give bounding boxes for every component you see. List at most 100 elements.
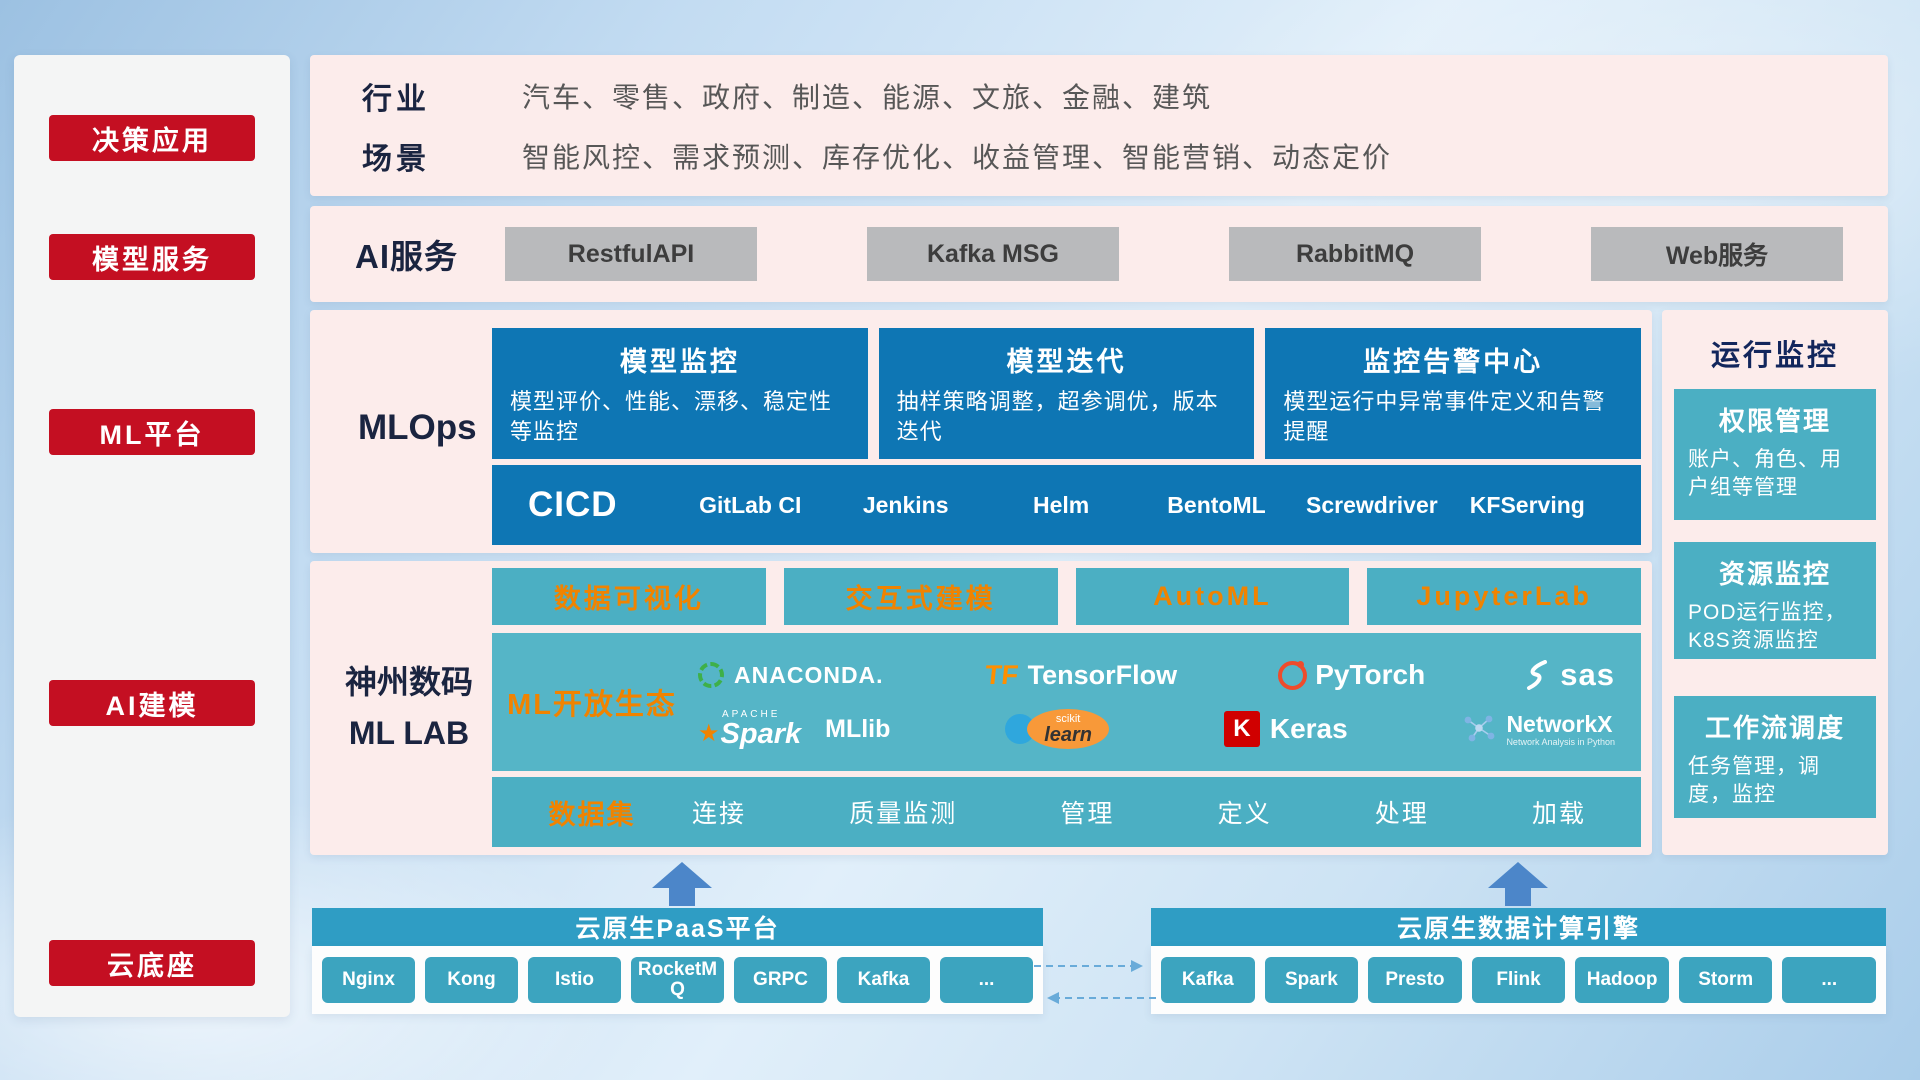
keras-k-icon: K bbox=[1223, 711, 1260, 747]
spark-star-icon: ★ bbox=[698, 720, 720, 747]
pytorch-flame-icon bbox=[1278, 660, 1308, 690]
dataset-item-load: 加载 bbox=[1531, 800, 1586, 828]
tool-jupyterlab: JupyterLab bbox=[1367, 568, 1641, 625]
dataset-item-manage: 管理 bbox=[1060, 800, 1115, 828]
dataset-item-process: 处理 bbox=[1374, 800, 1429, 828]
ai-services-buttons: RestfulAPI Kafka MSG RabbitMQ Web服务 bbox=[505, 227, 1843, 281]
networkx-text: NetworkX Network Analysis in Python bbox=[1506, 711, 1615, 748]
networkx-graph-icon bbox=[1465, 715, 1495, 742]
sas-swoosh-icon bbox=[1527, 660, 1548, 690]
ecosystem-logo-row-1: ANACONDA. TF TensorFlow PyTorch bbox=[698, 651, 1615, 699]
card-title: 模型迭代 bbox=[1006, 347, 1127, 377]
card-model-iteration: 模型迭代 抽样策略调整，超参调优，版本迭代 bbox=[878, 328, 1255, 459]
chip-more: ... bbox=[940, 957, 1033, 1003]
tool-interactive-modeling: 交互式建模 bbox=[783, 568, 1058, 625]
spark-label: Spark bbox=[720, 717, 802, 750]
industry-list: 汽车、零售、政府、制造、能源、文旅、金融、建筑 bbox=[522, 81, 1213, 113]
card-model-monitoring: 模型监控 模型评价、性能、漂移、稳定性等监控 bbox=[492, 328, 868, 459]
runtime-monitoring-panel: 运行监控 权限管理 账户、角色、用户组等管理 资源监控 POD运行监控，K8S资… bbox=[1662, 310, 1888, 855]
tool-data-visualization: 数据可视化 bbox=[492, 568, 766, 625]
cicd-label: CICD bbox=[528, 485, 618, 524]
anaconda-label: ANACONDA. bbox=[734, 661, 884, 688]
card-title: 监控告警中心 bbox=[1363, 347, 1544, 377]
ml-open-ecosystem-box: ML开放生态 ANACONDA. TF TensorFlow PyTorch bbox=[492, 633, 1641, 771]
cicd-item-helm: Helm bbox=[1032, 491, 1090, 518]
scikit-orange-blob-icon: scikit learn bbox=[1027, 709, 1110, 749]
pytorch-label: PyTorch bbox=[1315, 659, 1426, 690]
dataset-item-define: 定义 bbox=[1217, 800, 1272, 828]
up-arrow-data-engine bbox=[1488, 862, 1548, 906]
chip-istio: Istio bbox=[528, 957, 621, 1003]
mlops-panel: MLOps 模型监控 模型评价、性能、漂移、稳定性等监控 模型迭代 抽样策略调整… bbox=[310, 310, 1652, 553]
cicd-item-gitlab-ci: GitLab CI bbox=[699, 491, 802, 518]
ecosystem-logos: ANACONDA. TF TensorFlow PyTorch bbox=[692, 651, 1641, 753]
card-desc: 任务管理，调度，监控 bbox=[1688, 755, 1820, 807]
dataset-item-connect: 连接 bbox=[692, 800, 747, 828]
category-model-services: 模型服务 bbox=[49, 234, 255, 280]
scikit-learn-icon: scikit learn bbox=[1005, 707, 1110, 751]
scenario-row: 场景 智能风控、需求预测、库存优化、收益管理、智能营销、动态定价 bbox=[362, 134, 1888, 178]
card-resource-monitoring: 资源监控 POD运行监控，K8S资源监控 bbox=[1674, 542, 1876, 659]
mlops-cards: 模型监控 模型评价、性能、漂移、稳定性等监控 模型迭代 抽样策略调整，超参调优，… bbox=[492, 328, 1642, 459]
ai-services-label: AI服务 bbox=[355, 238, 458, 275]
runtime-monitoring-title: 运行监控 bbox=[1710, 340, 1839, 372]
chip-rocketmq: RocketMQ bbox=[631, 957, 724, 1003]
scenario-label: 场景 bbox=[362, 142, 430, 176]
spark-wordmark: APACHE ★ Spark bbox=[698, 709, 802, 750]
tensorflow-logo: TF TensorFlow bbox=[983, 659, 1177, 691]
spark-word: ★ Spark bbox=[698, 717, 802, 750]
scikit-learn-label: learn bbox=[1044, 723, 1093, 746]
chip-more: ... bbox=[1782, 957, 1877, 1003]
cloud-data-engine-bar: 云原生数据计算引擎 bbox=[1151, 908, 1886, 946]
ml-lab-tools-row: 数据可视化 交互式建模 AutoML JupyterLab bbox=[492, 568, 1641, 625]
category-cloud-base: 云底座 bbox=[49, 940, 255, 986]
chip-presto: Presto bbox=[1368, 957, 1462, 1003]
sas-logo: sas bbox=[1526, 657, 1615, 693]
keras-logo: K Keras bbox=[1223, 711, 1348, 747]
card-title: 资源监控 bbox=[1718, 559, 1831, 589]
cicd-item-kfserving: KFServing bbox=[1469, 491, 1585, 518]
cloud-paas-components: Nginx Kong Istio RocketMQ GRPC Kafka ... bbox=[312, 946, 1043, 1014]
ml-lab-panel: 神州数码 ML LAB 数据可视化 交互式建模 AutoML JupyterLa… bbox=[310, 561, 1652, 855]
category-ml-platform: ML平台 bbox=[49, 409, 255, 455]
card-desc: 模型评价、性能、漂移、稳定性等监控 bbox=[510, 389, 833, 444]
card-desc: 账户、角色、用户组等管理 bbox=[1688, 448, 1842, 500]
card-alert-center: 监控告警中心 模型运行中异常事件定义和告警提醒 bbox=[1265, 328, 1642, 459]
anaconda-ring-icon bbox=[698, 662, 724, 688]
keras-label: Keras bbox=[1269, 713, 1348, 744]
cloud-paas-bar: 云原生PaaS平台 bbox=[312, 908, 1043, 946]
chip-grpc: GRPC bbox=[734, 957, 827, 1003]
mllib-label: MLlib bbox=[825, 714, 891, 743]
tool-automl: AutoML bbox=[1075, 568, 1350, 625]
industry-scenario-panel: 行业 汽车、零售、政府、制造、能源、文旅、金融、建筑 场景 智能风控、需求预测、… bbox=[310, 55, 1888, 196]
cloud-data-engine-components: Kafka Spark Presto Flink Hadoop Storm ..… bbox=[1151, 946, 1886, 1014]
dataset-item-quality: 质量监测 bbox=[849, 800, 958, 828]
ml-lab-label: 神州数码 ML LAB bbox=[326, 657, 492, 759]
networkx-logo: NetworkX Network Analysis in Python bbox=[1462, 711, 1615, 748]
chip-storm: Storm bbox=[1678, 957, 1773, 1003]
networkx-subtitle: Network Analysis in Python bbox=[1506, 737, 1615, 748]
mlops-label: MLOps bbox=[358, 408, 477, 447]
service-web: Web服务 bbox=[1591, 227, 1843, 281]
card-desc: 模型运行中异常事件定义和告警提醒 bbox=[1283, 389, 1606, 444]
cicd-item-screwdriver: Screwdriver bbox=[1306, 491, 1438, 518]
card-workflow-scheduling: 工作流调度 任务管理，调度，监控 bbox=[1674, 696, 1876, 818]
ml-open-ecosystem-label: ML开放生态 bbox=[507, 689, 677, 721]
card-desc: POD运行监控，K8S资源监控 bbox=[1688, 601, 1847, 653]
industry-row: 行业 汽车、零售、政府、制造、能源、文旅、金融、建筑 bbox=[362, 74, 1888, 118]
ml-lab-label-line2: ML LAB bbox=[348, 715, 470, 752]
left-category-rail: 决策应用 模型服务 ML平台 AI建模 云底座 bbox=[14, 55, 290, 1017]
chip-kafka: Kafka bbox=[837, 957, 930, 1003]
chip-flink: Flink bbox=[1471, 957, 1566, 1003]
chip-kong: Kong bbox=[425, 957, 518, 1003]
tensorflow-icon: TF bbox=[983, 659, 1020, 690]
sas-label: sas bbox=[1560, 657, 1615, 692]
spark-mllib-logo: APACHE ★ Spark MLlib bbox=[698, 709, 891, 750]
service-kafka-msg: Kafka MSG bbox=[867, 227, 1119, 281]
card-permission-management: 权限管理 账户、角色、用户组等管理 bbox=[1674, 389, 1876, 520]
card-title: 工作流调度 bbox=[1704, 713, 1845, 743]
category-decision-apps: 决策应用 bbox=[49, 115, 255, 161]
chip-nginx: Nginx bbox=[322, 957, 415, 1003]
scikit-brand: scikit bbox=[1055, 712, 1081, 725]
